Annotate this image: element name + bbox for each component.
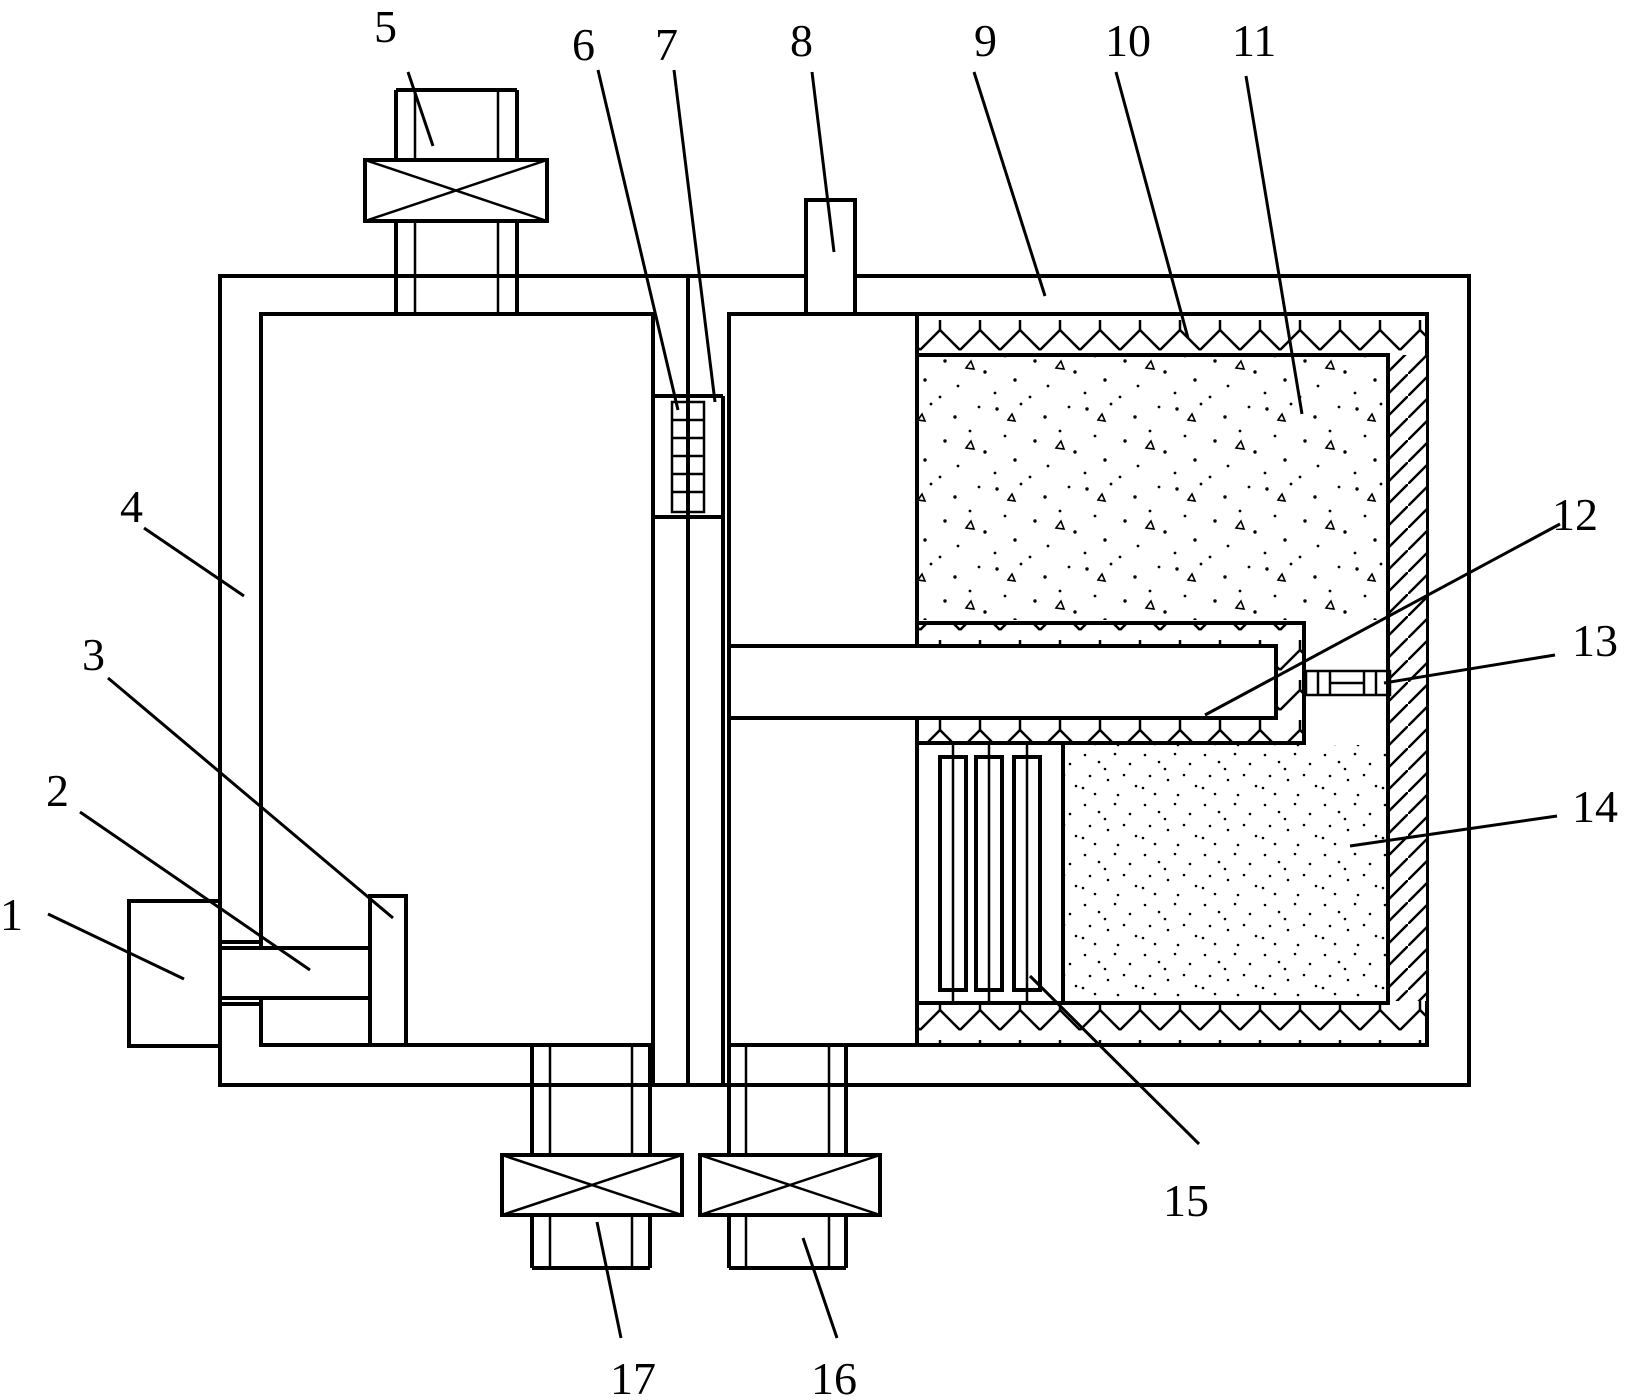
filter-screen	[670, 400, 706, 514]
bottom-left-valve	[500, 1153, 684, 1217]
label-10: 10	[1105, 15, 1151, 66]
label-3: 3	[82, 629, 105, 680]
top-valve	[363, 158, 549, 223]
label-4: 4	[120, 481, 143, 532]
label-1: 1	[0, 889, 23, 940]
label-5: 5	[374, 1, 397, 52]
label-15: 15	[1163, 1175, 1209, 1226]
label-16: 16	[811, 1353, 857, 1400]
label-6: 6	[572, 19, 595, 70]
label-9: 9	[974, 15, 997, 66]
partition-wall	[651, 276, 725, 1085]
label-17: 17	[610, 1353, 656, 1400]
label-8: 8	[790, 15, 813, 66]
bottom-right-valve	[698, 1153, 882, 1217]
stirring-paddle	[368, 894, 408, 1047]
label-12: 12	[1552, 489, 1598, 540]
label-11: 11	[1232, 15, 1276, 66]
heating-tubes	[938, 743, 1042, 1003]
label-7: 7	[655, 19, 678, 70]
label-14: 14	[1572, 781, 1618, 832]
heating-sleeve	[727, 621, 1306, 745]
drive-shaft	[218, 940, 372, 1006]
upper-material-chamber	[919, 357, 1386, 620]
label-2: 2	[46, 765, 69, 816]
leader-lines	[47, 69, 1561, 1339]
lower-material-chamber	[1063, 745, 1386, 1001]
label-13: 13	[1572, 615, 1618, 666]
small-valve	[1304, 669, 1392, 697]
